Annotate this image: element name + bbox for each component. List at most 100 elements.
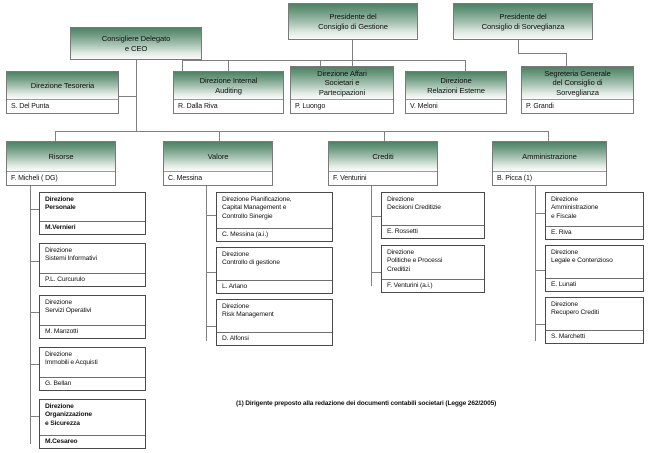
node-title: Amministrazione xyxy=(493,142,606,171)
unit-person: D. Alfonsi xyxy=(217,331,332,345)
unit-person: C. Messina (a.i.) xyxy=(217,227,332,241)
connector-line xyxy=(30,209,39,210)
unit-person: F. Venturini (a.i.) xyxy=(382,278,484,292)
unit-person: M. Manzotti xyxy=(40,324,145,338)
connector-line xyxy=(219,131,220,141)
unit-person: L. Arlano xyxy=(217,279,332,293)
unit-person: M.Cesareo xyxy=(40,434,145,448)
node-title: Crediti xyxy=(329,142,437,171)
connector-line xyxy=(119,96,136,97)
unit-person: E. Lunati xyxy=(546,277,643,291)
footnote-text: (1) Dirigente preposto alla redazione de… xyxy=(236,400,497,407)
connector-line xyxy=(228,60,229,77)
node-divisione-risorse[interactable]: Risorse F. Micheli ( DG) xyxy=(6,141,116,186)
connector-line xyxy=(182,60,183,77)
node-person: S. Del Punta xyxy=(7,99,118,113)
node-divisione-crediti[interactable]: Crediti F. Venturini xyxy=(328,141,438,186)
node-person: R. Dalla Riva xyxy=(174,99,283,113)
connector-line xyxy=(206,272,216,273)
connector-line xyxy=(518,53,566,54)
node-divisione-amministrazione[interactable]: Amministrazione B. Picca (1) xyxy=(492,141,607,186)
unit-person: G. Bellan xyxy=(40,376,145,390)
unit-person: E. Riva xyxy=(546,225,643,239)
connector-line xyxy=(566,53,567,71)
node-person: C. Messina xyxy=(164,171,272,185)
connector-line xyxy=(535,324,545,325)
connector-line xyxy=(30,312,39,313)
connector-line xyxy=(30,416,39,417)
node-person: F. Micheli ( DG) xyxy=(7,171,115,185)
node-person: F. Venturini xyxy=(329,171,437,185)
unit-person: P.L. Curcurulo xyxy=(40,272,145,286)
node-person: B. Picca (1) xyxy=(493,171,606,185)
connector-line xyxy=(535,213,545,214)
connector-line xyxy=(55,131,549,132)
connector-line xyxy=(535,186,536,341)
node-person: P. Grandi xyxy=(522,99,633,113)
connector-line xyxy=(30,261,39,262)
unit-person: E. Rossetti xyxy=(382,224,484,238)
connector-line xyxy=(548,131,549,141)
connector-line xyxy=(465,60,466,77)
connector-line xyxy=(384,131,385,141)
connector-line xyxy=(518,39,519,53)
node-direzione-pianificazione-capital-management[interactable]: Direzione Pianificazione,Capital Managem… xyxy=(216,192,333,242)
connector-line xyxy=(206,326,216,327)
connector-line xyxy=(535,270,545,271)
node-person: P. Luongo xyxy=(291,99,393,113)
node-title: Valore xyxy=(164,142,272,171)
connector-line xyxy=(352,39,353,77)
connector-line xyxy=(30,364,39,365)
connector-line xyxy=(206,186,207,341)
node-person: V. Meloni xyxy=(406,99,506,113)
node-direzione-tesoreria[interactable]: Direzione Tesoreria S. Del Punta xyxy=(6,71,119,114)
unit-person: S. Marchetti xyxy=(546,329,643,343)
connector-line xyxy=(55,131,56,141)
unit-title: Direzione Pianificazione,Capital Managem… xyxy=(222,196,292,220)
connector-line xyxy=(371,272,381,273)
connector-line xyxy=(371,216,381,217)
node-divisione-valore[interactable]: Valore C. Messina xyxy=(163,141,273,186)
connector-line xyxy=(371,186,372,286)
connector-line xyxy=(136,59,137,131)
connector-line xyxy=(30,186,31,444)
